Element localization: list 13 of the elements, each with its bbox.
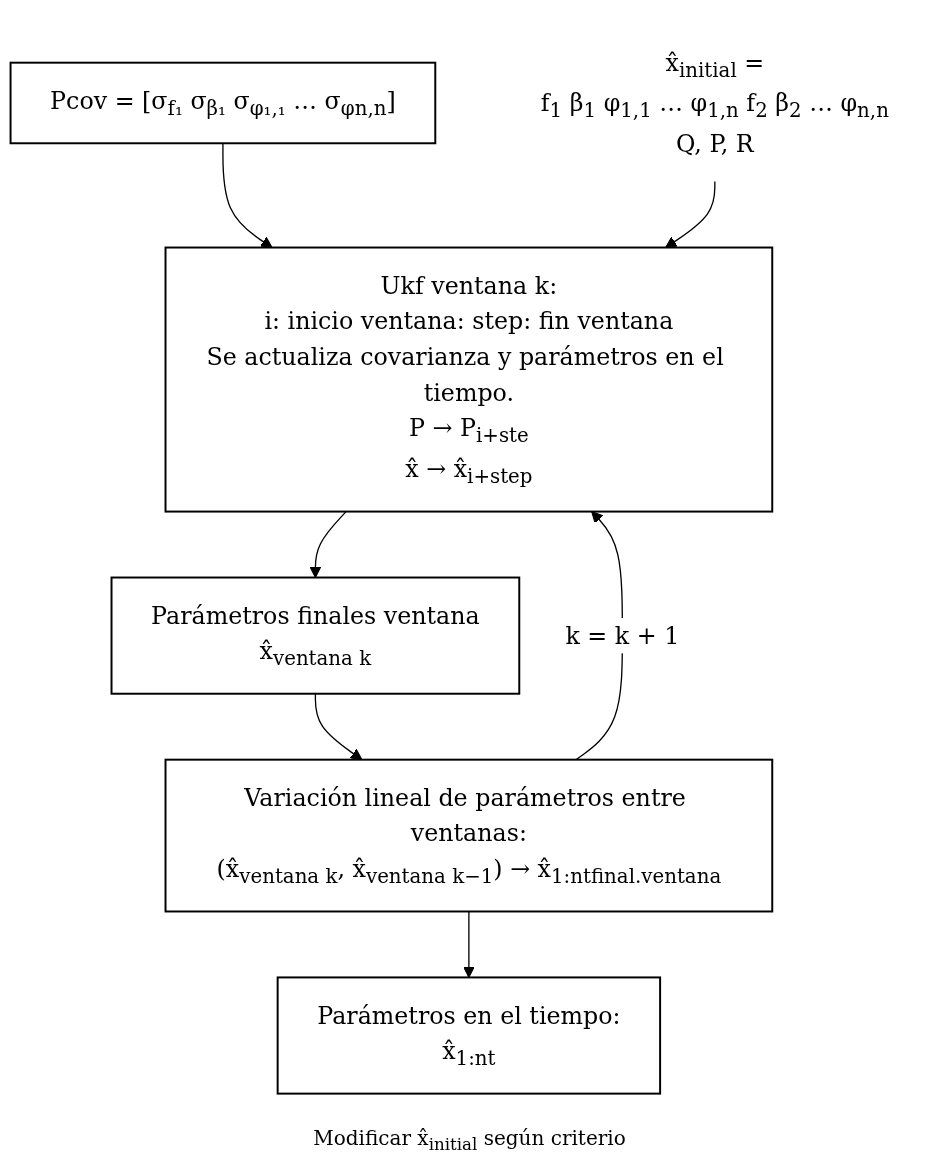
- node-box: Parámetros en el tiempo: x̂$_{1:nt}$: [276, 976, 662, 1095]
- node-box: Ukf ventana k: i: inicio ventana: step: fin ventana Se actualiza covarianza y parámetros en el tiempo. P → P$_{i+ste}$ x̂ → x̂$_{i+step}$: [164, 246, 774, 513]
- arrow: [309, 510, 347, 579]
- note-text: Modificar x̂$_{initial}$ según criterio: [313, 1126, 626, 1154]
- arrow: [314, 693, 363, 761]
- node-box: Pcov = [σ$_{f₁}$ σ$_{β₁}$ σ$_{φ₁,₁}$ … σ$_{φn,n}$]: [9, 61, 437, 145]
- arrow: [665, 180, 716, 249]
- node-box: Variación lineal de parámetros entre ventanas: (x̂$_{ventana k}$, x̂$_{ventana k−1}$) → x̂$_{1:ntfinal.ventana}$: [164, 758, 774, 913]
- arrow: [222, 142, 273, 249]
- node-box: Parámetros finales ventana x̂$_{ventana k}$: [110, 576, 521, 695]
- arrow: [463, 910, 475, 978]
- node-text: x̂$_{initial}$ = f$_{1}$ β$_{1}$ φ$_{1,1}$ … φ$_{1,n}$ f$_{2}$ β$_{2}$ … φ$_{n,n}$ Q, P, R: [540, 48, 889, 158]
- edge-label: k = k + 1: [565, 621, 680, 650]
